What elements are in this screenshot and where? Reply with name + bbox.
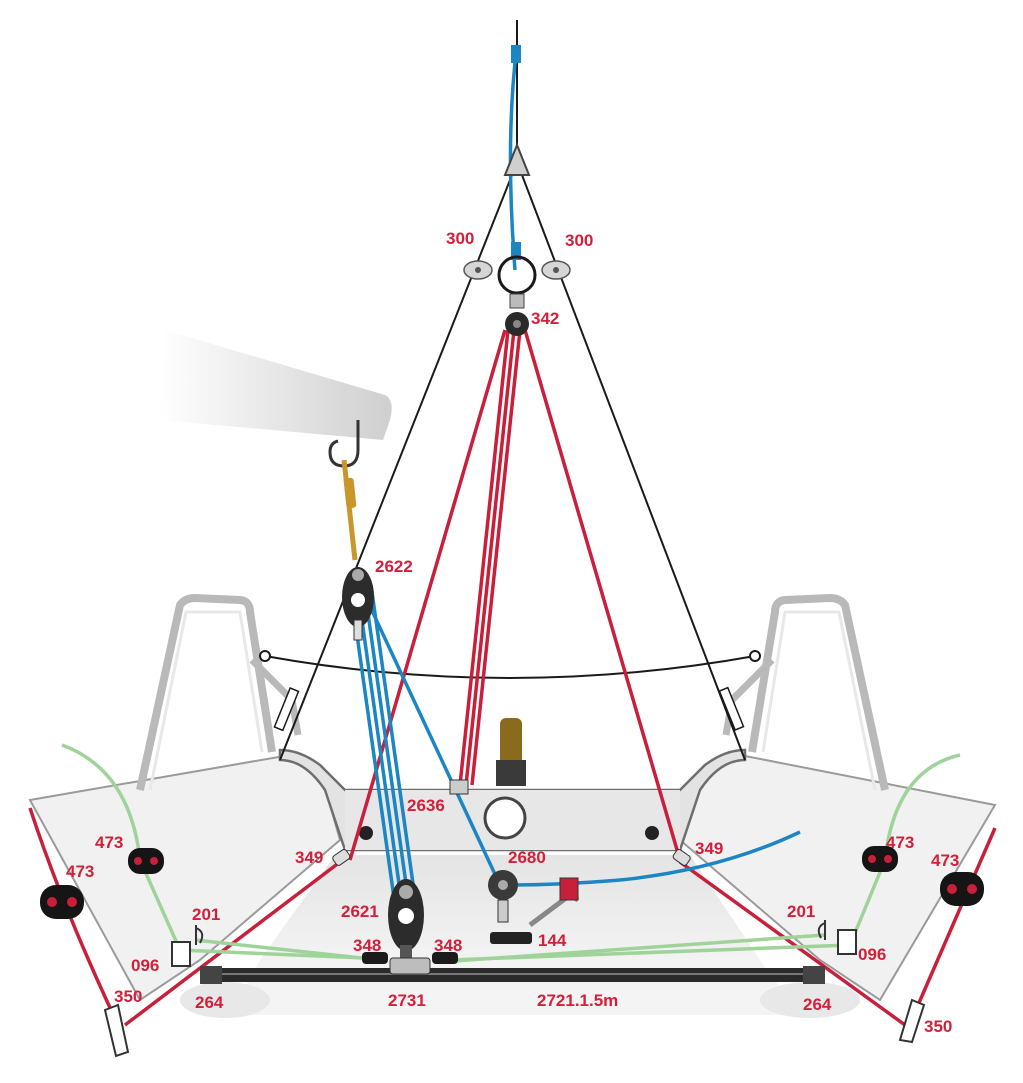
boom-hook (328, 420, 360, 468)
mast-step-ring (483, 796, 527, 840)
vang-gold-link (341, 459, 358, 561)
label-349-left: 349 (295, 848, 324, 867)
cockpit-floor (260, 855, 760, 960)
boom (160, 330, 392, 440)
label-473-left-outer: 473 (66, 862, 95, 881)
track-end-right (803, 966, 825, 984)
label-348-left: 348 (353, 936, 382, 955)
label-2621: 2621 (341, 902, 379, 921)
cleat-473-left-outer (40, 885, 84, 919)
block-300-left (463, 260, 493, 280)
blue-halyard-marker-top (511, 45, 521, 63)
label-473-right-inner: 473 (886, 833, 915, 852)
label-2680: 2680 (508, 848, 546, 867)
fitting-201-left (195, 925, 204, 945)
label-342: 342 (531, 309, 560, 328)
hull-bottom-left (180, 982, 270, 1018)
cleat-473-right-inner (862, 846, 898, 872)
frame-left-inner (148, 610, 264, 791)
frame-left (136, 594, 276, 791)
label-300-right: 300 (565, 231, 594, 250)
cleat-348-left (362, 952, 388, 964)
mast-ring (497, 255, 537, 295)
frame-right-inner (761, 610, 877, 791)
label-348-right: 348 (434, 936, 463, 955)
cleat-350-left (103, 1003, 130, 1058)
cleat-350-right (898, 998, 926, 1044)
shroud-adjuster-left (273, 687, 300, 732)
lifeline-end-right (749, 650, 761, 662)
fitting-096-right (837, 929, 857, 955)
fitting-096-left (171, 941, 191, 967)
lifeline (264, 655, 756, 679)
block-2622 (342, 567, 374, 641)
label-096-right: 096 (858, 945, 887, 964)
label-300-left: 300 (446, 229, 475, 248)
hull-bottom-right (760, 982, 860, 1018)
masthead-crane (503, 142, 531, 176)
cleat-473-right-outer (940, 872, 984, 906)
label-350-right: 350 (924, 1017, 953, 1036)
label-264-left: 264 (195, 993, 224, 1012)
label-2721: 2721.1.5m (537, 991, 619, 1010)
shroud-adjuster-right (718, 686, 745, 731)
label-349-right: 349 (695, 839, 724, 858)
label-201-right: 201 (787, 902, 816, 921)
tiller-cleat (559, 877, 579, 901)
gold-post-base (496, 760, 526, 786)
vang-gold-shackle (343, 477, 357, 509)
fairlead-349-right (672, 848, 691, 866)
cleat-473-left-inner (128, 848, 164, 874)
frame-right (748, 594, 889, 791)
label-144: 144 (538, 931, 567, 950)
block-2621 (388, 879, 424, 961)
thwart-hole-left (359, 826, 373, 840)
thwart-hole-right (645, 826, 659, 840)
label-473-right-outer: 473 (931, 851, 960, 870)
label-2636: 2636 (407, 796, 445, 815)
track-end-left (200, 966, 222, 984)
label-264-right: 264 (803, 995, 832, 1014)
lifeline-end-left (259, 650, 271, 662)
block-342 (505, 293, 529, 336)
label-350-left: 350 (114, 987, 143, 1006)
cleat-144 (490, 932, 532, 944)
traveller-car-2731 (389, 957, 431, 975)
fitting-201-right (817, 920, 826, 940)
blue-halyard-marker-mid (511, 242, 521, 260)
label-096-left: 096 (131, 956, 160, 975)
block-2680 (488, 870, 518, 923)
label-2731: 2731 (388, 991, 426, 1010)
label-2622: 2622 (375, 557, 413, 576)
cleat-348-right (432, 952, 458, 964)
block-300-right (541, 260, 571, 280)
fairlead-349-left (332, 848, 351, 866)
cleat-2636 (449, 779, 469, 795)
label-473-left-inner: 473 (95, 833, 124, 852)
label-201-left: 201 (192, 905, 221, 924)
